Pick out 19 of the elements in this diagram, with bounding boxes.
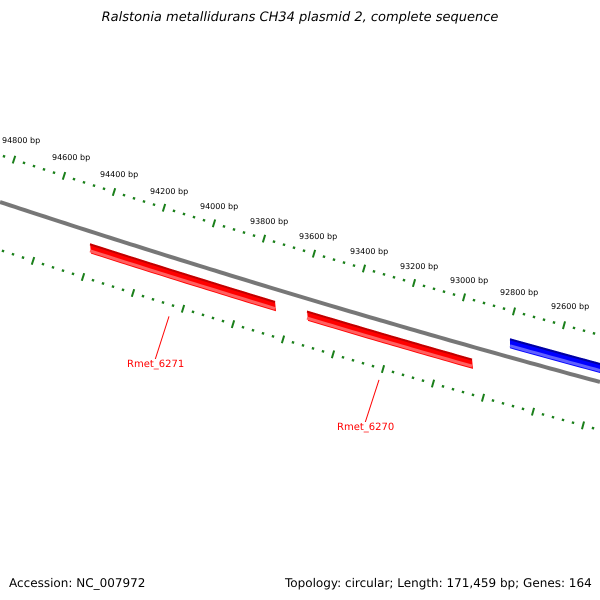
gene-label: Rmet_6270 [337, 422, 394, 433]
gene-label: Rmet_6271 [127, 359, 184, 370]
sequence-info-text: Topology: circular; Length: 171,459 bp; Genes: 164 [285, 576, 592, 590]
tick-label: 93200 bp [400, 262, 438, 271]
tick-label: 94400 bp [100, 170, 138, 179]
gene-bar [306, 310, 473, 369]
gene-bar [510, 338, 600, 373]
tick-label: 93600 bp [299, 232, 338, 241]
tick-label: 92800 bp [500, 288, 538, 297]
tick-label: 93400 bp [350, 247, 388, 256]
leader-line [154, 316, 170, 360]
tick-label: 94800 bp [2, 136, 40, 145]
title: Ralstonia metallidurans CH34 plasmid 2, complete sequence [100, 10, 500, 25]
tick-label: 94600 bp [52, 153, 90, 162]
tick-label: 94000 bp [200, 202, 238, 211]
leader-line [364, 379, 380, 424]
gene-bar [90, 243, 276, 312]
tick-label: 94200 bp [150, 187, 188, 196]
accession-text: Accession: NC_007972 [9, 576, 146, 590]
